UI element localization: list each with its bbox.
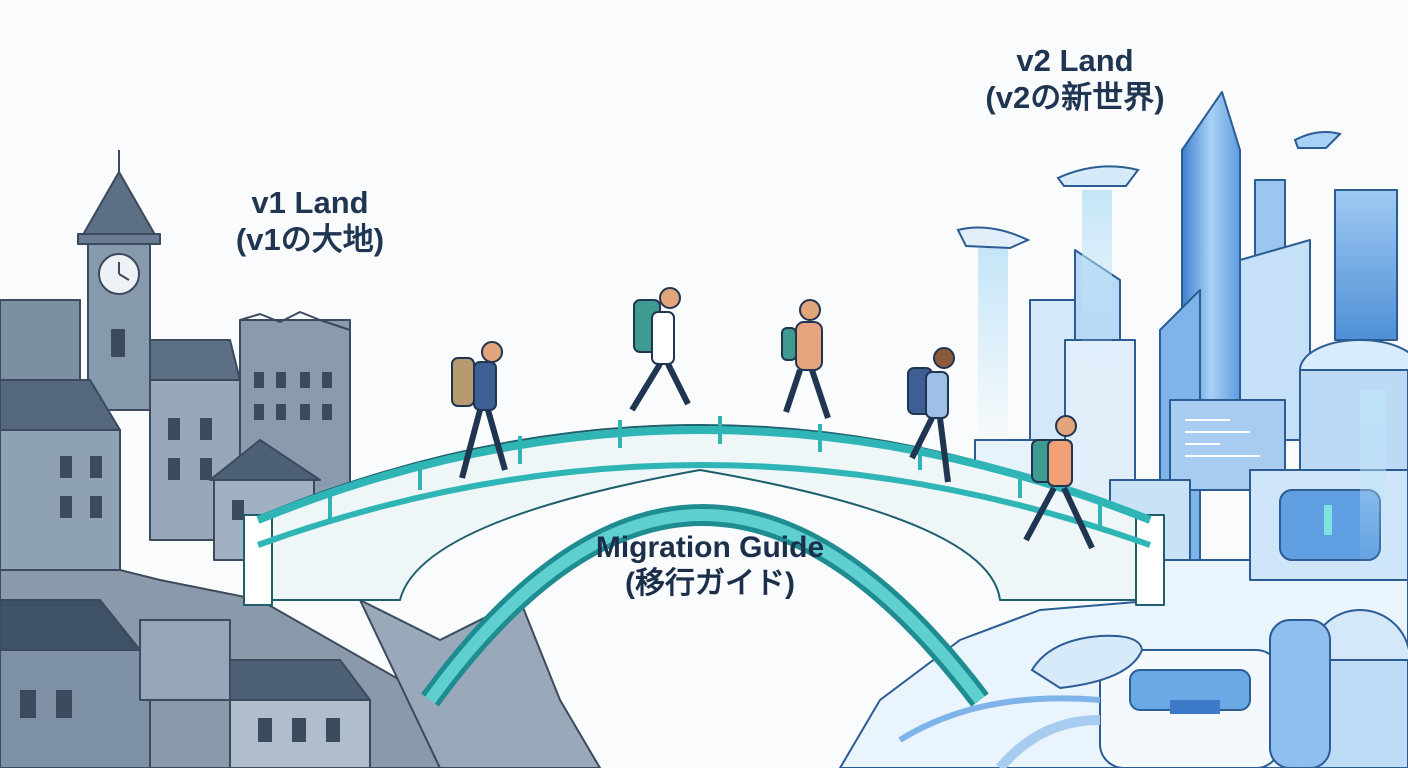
- clock-tower: [77, 150, 161, 411]
- clock-icon: [98, 253, 140, 295]
- hover-car-icon: [1030, 634, 1144, 690]
- traveler: [781, 299, 831, 419]
- v2-land-label: v2 Land (v2の新世界): [960, 42, 1190, 116]
- v2-land-title: v2 Land: [1016, 43, 1134, 78]
- old-town: [0, 150, 601, 768]
- migration-guide-label: Migration Guide (移行ガイド): [560, 530, 860, 602]
- airship-icon: [956, 131, 1342, 250]
- travelers: [451, 287, 1095, 550]
- migration-guide-subtitle: (移行ガイド): [625, 567, 795, 600]
- v1-land-subtitle: (v1の大地): [235, 222, 385, 258]
- v1-land-label: v1 Land (v1の大地): [200, 184, 420, 258]
- traveler: [1023, 415, 1095, 550]
- traveler: [451, 341, 508, 479]
- v2-land-subtitle: (v2の新世界): [985, 80, 1165, 116]
- traveler: [907, 347, 955, 483]
- migration-guide-title: Migration Guide: [595, 531, 825, 564]
- v1-land-title: v1 Land: [251, 185, 369, 220]
- traveler: [629, 287, 691, 412]
- migration-bridge: [243, 416, 1165, 707]
